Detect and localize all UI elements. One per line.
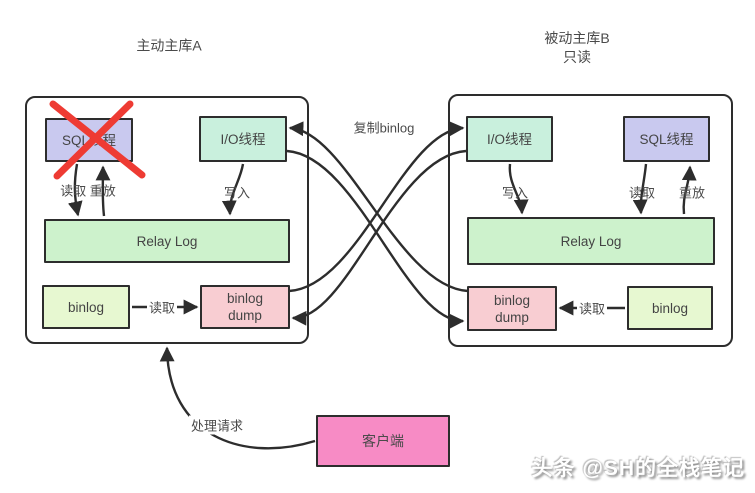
sql-thread-b-label: SQL线程 <box>639 131 694 147</box>
watermark: 头条 @SH的全栈笔记 <box>531 457 745 480</box>
label-read-b: 读取 <box>628 185 656 201</box>
label-replay-b: 重放 <box>678 185 706 201</box>
binlog-b-node: binlog <box>627 286 713 330</box>
arrow-io-b-to-dump-a <box>291 149 467 326</box>
label-binlog-read-a: 读取 <box>146 297 178 317</box>
binlog-b-label: binlog <box>651 300 689 316</box>
relay-log-b-node: Relay Log <box>467 217 715 265</box>
label-handle-request: 处理请求 <box>188 415 246 435</box>
arrow-io-a-to-dump-b <box>286 149 465 329</box>
binlog-dump-b-label: binlog dump <box>493 292 531 325</box>
sql-thread-b-node: SQL线程 <box>623 116 710 162</box>
binlog-dump-b-node: binlog dump <box>467 286 557 331</box>
client-node: 客户端 <box>316 415 450 467</box>
client-label: 客户端 <box>362 432 404 449</box>
binlog-a-node: binlog <box>42 285 130 329</box>
label-read-replay-a: 读取 重放 <box>60 183 116 199</box>
arrow-dump-b-to-io-a <box>288 121 469 293</box>
io-thread-a-node: I/O线程 <box>199 116 287 162</box>
label-write-a: 写入 <box>223 185 251 201</box>
relay-log-a-node: Relay Log <box>44 219 290 263</box>
label-write-b: 写入 <box>501 185 529 201</box>
label-copy-binlog: 复制binlog <box>353 120 415 136</box>
io-thread-a-label: I/O线程 <box>220 131 266 147</box>
binlog-dump-a-node: binlog dump <box>200 285 290 329</box>
binlog-dump-a-label: binlog dump <box>226 291 264 323</box>
server-a-title: 主动主库A <box>136 37 202 54</box>
sql-thread-a-node: SQL线程 <box>45 118 133 162</box>
relay-log-a-label: Relay Log <box>136 233 198 249</box>
arrow-dump-a-to-io-b <box>288 121 465 293</box>
server-b-title: 被动主库B 只读 <box>544 30 610 65</box>
io-thread-b-node: I/O线程 <box>466 116 553 162</box>
label-binlog-read-b: 读取 <box>576 298 608 318</box>
io-thread-b-label: I/O线程 <box>486 131 532 147</box>
binlog-a-label: binlog <box>67 299 105 315</box>
relay-log-b-label: Relay Log <box>560 233 622 249</box>
sql-thread-a-label: SQL线程 <box>61 132 116 148</box>
